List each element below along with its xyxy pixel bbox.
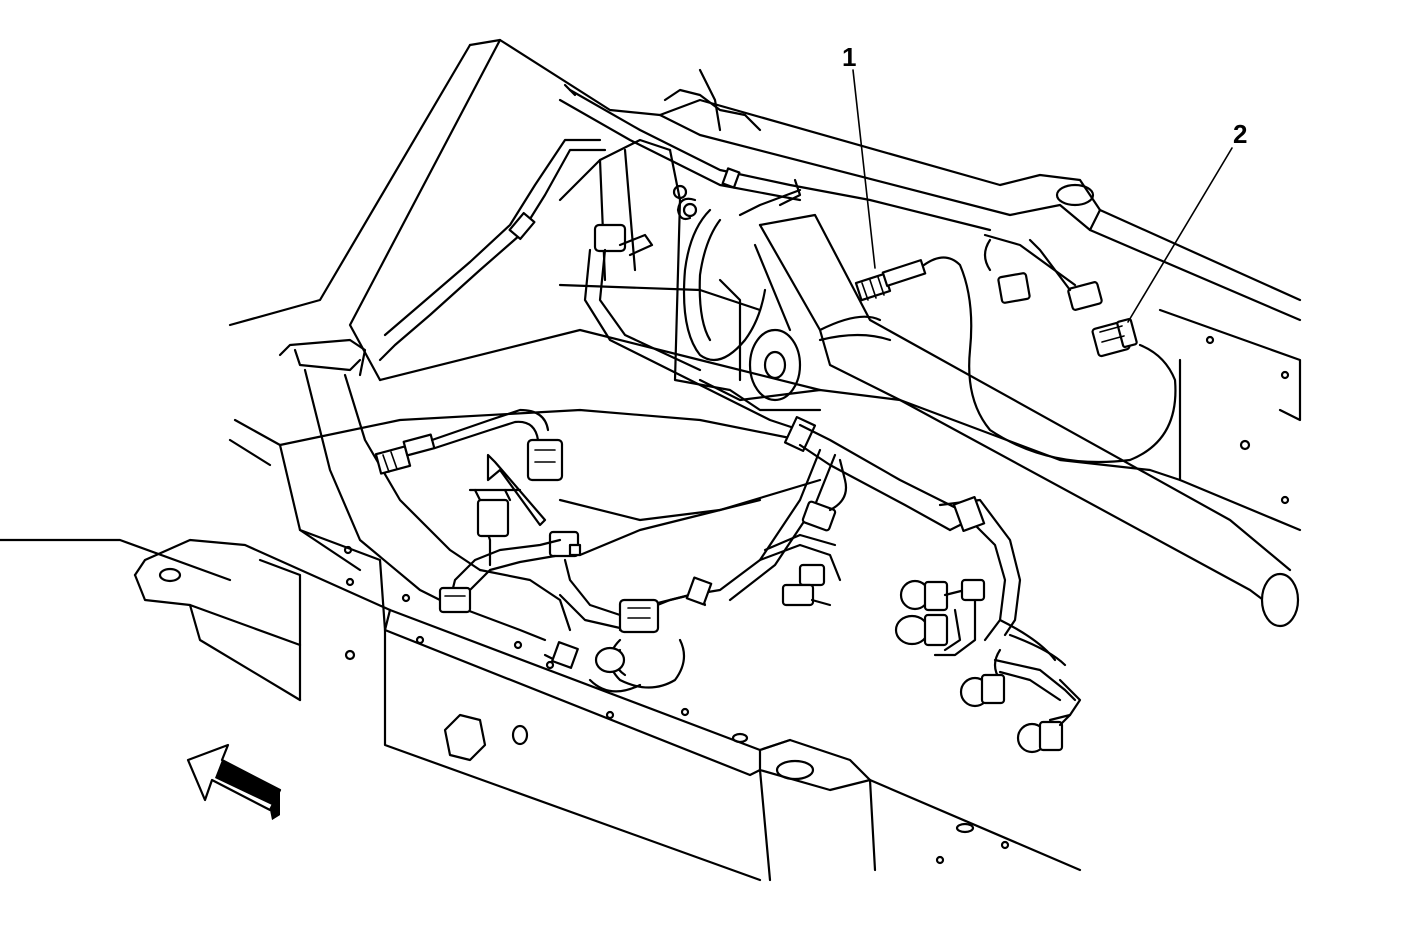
callout-label-1: 1 <box>842 42 856 72</box>
exhaust-pipe-rear <box>758 213 1300 628</box>
front-frame-rail <box>133 528 1082 882</box>
oxygen-sensor-1 <box>854 256 1177 464</box>
exhaust-pipe-front <box>278 338 572 642</box>
oxygen-sensor-connector-2 <box>983 233 1138 358</box>
crossmember <box>278 138 1182 522</box>
callout-label-2: 2 <box>1233 119 1247 149</box>
rear-frame-rail <box>468 38 1302 532</box>
left-frame-rail <box>0 38 502 582</box>
wiring-harness-front <box>374 408 1082 754</box>
transmission-housing <box>663 68 822 412</box>
callout-2-leader <box>1127 147 1233 323</box>
forward-direction-arrow-icon <box>186 743 282 820</box>
callout-1-leader <box>852 69 876 269</box>
wiring-harness-upper <box>378 83 992 532</box>
